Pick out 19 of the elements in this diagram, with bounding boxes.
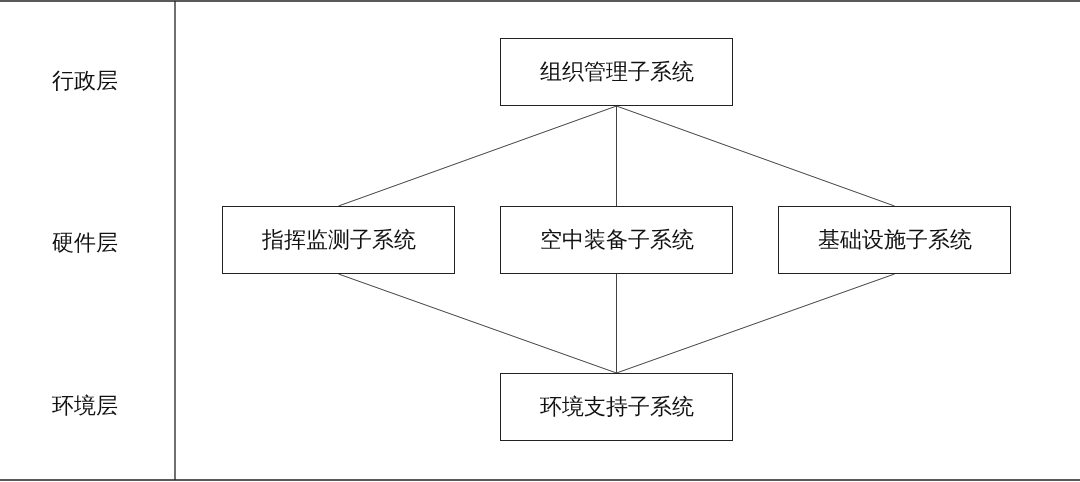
- connector-line: [616, 273, 617, 374]
- subsystem-box: [500, 38, 733, 106]
- subsystem-box: [500, 206, 733, 274]
- layer-label: 环境层: [52, 392, 118, 420]
- layer-label: 行政层: [52, 67, 118, 95]
- box-label: 基础设施子系统: [817, 226, 972, 254]
- box-label: 组织管理子系统: [539, 58, 694, 86]
- layer-label: 硬件层: [52, 229, 118, 257]
- connector-line: [338, 273, 617, 374]
- subsystem-box: [500, 373, 733, 441]
- box-label: 空中装备子系统: [539, 226, 694, 254]
- box-label: 指挥监测子系统: [261, 226, 416, 254]
- connector-line: [616, 105, 617, 207]
- box-label: 环境支持子系统: [539, 393, 694, 421]
- subsystem-box: [222, 206, 455, 274]
- connector-line: [338, 105, 617, 207]
- connector-line: [616, 105, 895, 207]
- connector-line: [616, 273, 895, 374]
- subsystem-box: [778, 206, 1011, 274]
